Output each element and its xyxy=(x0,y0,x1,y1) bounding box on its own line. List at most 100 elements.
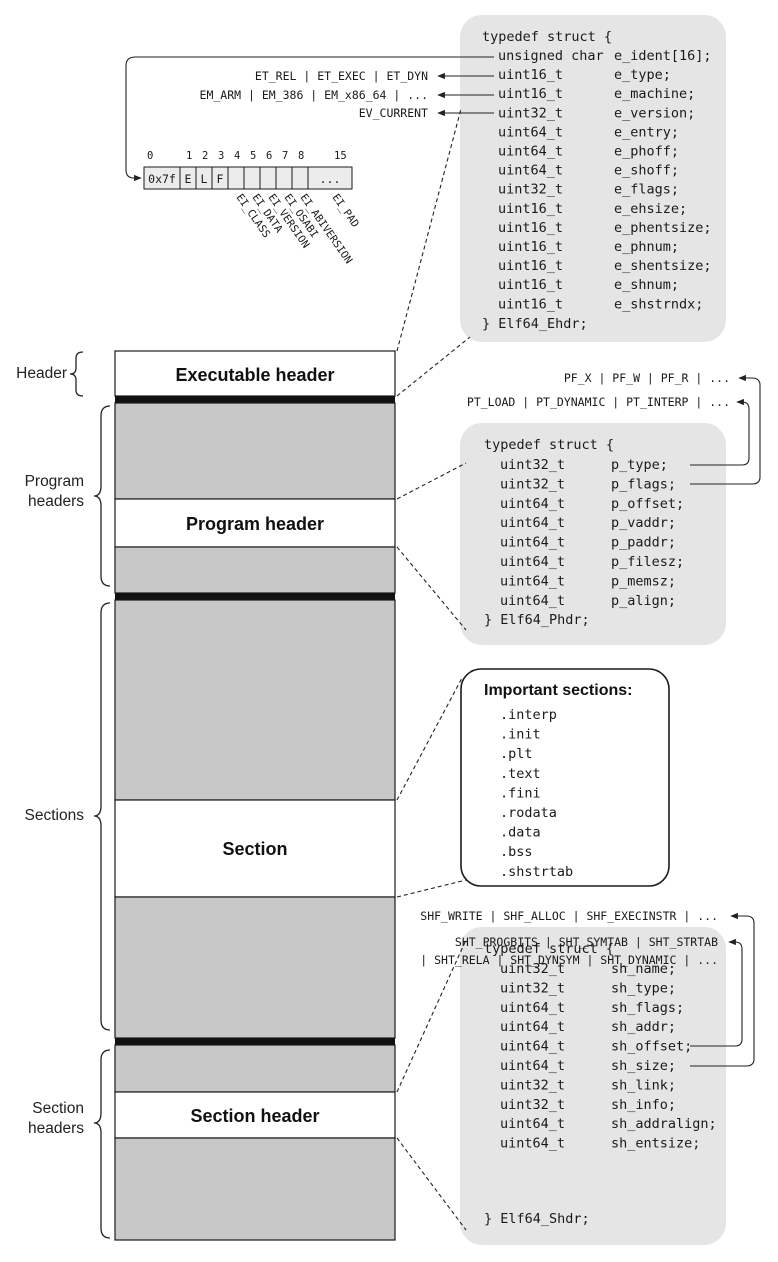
ehdr-field-type: uint32_t xyxy=(498,105,563,121)
ehdr-field-type: uint16_t xyxy=(498,220,563,236)
ehdr-field-type: uint16_t xyxy=(498,258,563,274)
dash-ehdr-top xyxy=(396,108,462,352)
ehdr-field-type: uint64_t xyxy=(498,144,563,160)
ehdr-field-name: e_shnum; xyxy=(614,277,679,293)
important-section-item: .text xyxy=(500,766,541,782)
e-version-values: EV_CURRENT xyxy=(359,106,428,120)
shdr-field-name: sh_offset; xyxy=(611,1039,692,1055)
important-section-item: .init xyxy=(500,727,541,743)
ehdr-field-type: uint16_t xyxy=(498,277,563,293)
brace-header xyxy=(69,351,84,397)
divider-bar-3 xyxy=(115,1038,395,1045)
phdr-field-type: uint32_t xyxy=(500,457,565,473)
phdr-close: } Elf64_Phdr; xyxy=(484,612,590,628)
shdr-field-type: uint32_t xyxy=(500,1077,565,1093)
shdr-field-type: uint32_t xyxy=(500,980,565,996)
ident-byte-index: 1 xyxy=(186,150,192,162)
phdr-field-type: uint64_t xyxy=(500,515,565,531)
phdr-field-name: p_type; xyxy=(611,457,668,473)
ehdr-open: typedef struct { xyxy=(482,29,612,45)
ehdr-field-type: uint16_t xyxy=(498,86,563,102)
ehdr-field-name: e_version; xyxy=(614,105,695,121)
dash-section-bottom xyxy=(396,879,467,898)
important-section-item: .plt xyxy=(500,746,533,762)
ehdr-panel xyxy=(460,15,726,342)
ehdr-field-name: e_ident[16]; xyxy=(614,48,712,64)
ehdr-field-name: e_shoff; xyxy=(614,163,679,179)
ehdr-field-name: e_flags; xyxy=(614,182,679,198)
divider-bar-2 xyxy=(115,593,395,600)
dash-phdr-bottom xyxy=(396,546,467,631)
phdr-field-name: p_offset; xyxy=(611,496,684,512)
ehdr-field-name: e_shentsize; xyxy=(614,258,712,274)
ident-byte-index: 6 xyxy=(266,150,272,162)
important-section-item: .data xyxy=(500,825,541,841)
shdr-field-type: uint32_t xyxy=(500,961,565,977)
ehdr-field-name: e_entry; xyxy=(614,124,679,140)
ehdr-field-name: e_shstrndx; xyxy=(614,296,703,312)
ident-byte-value: 0x7f xyxy=(148,172,176,186)
sh-flags-values: SHF_WRITE | SHF_ALLOC | SHF_EXECINSTR | … xyxy=(420,909,718,923)
important-section-item: .bss xyxy=(500,844,533,860)
brace-section-headers xyxy=(93,1049,111,1239)
ident-byte-value: F xyxy=(217,172,224,186)
phdr-field-name: p_memsz; xyxy=(611,573,676,589)
shdr-field-name: sh_link; xyxy=(611,1077,676,1093)
p-flags-arrow xyxy=(690,374,761,485)
dash-shdr-bottom xyxy=(396,1137,467,1231)
shdr-open: typedef struct { xyxy=(484,941,614,957)
shdr-field-type: uint64_t xyxy=(500,1000,565,1016)
phdr-field-name: p_align; xyxy=(611,593,676,609)
ehdr-field-type: uint16_t xyxy=(498,239,563,255)
phdr-gray-top xyxy=(114,402,396,500)
side-label-program-1: Program xyxy=(25,473,84,490)
ident-byte-index: 3 xyxy=(218,150,224,162)
divider-bar-1 xyxy=(115,396,395,403)
brace-sections xyxy=(93,602,111,1031)
ident-byte-cell xyxy=(307,166,353,190)
shdr-gray-bottom xyxy=(114,1137,396,1241)
side-label-header: Header xyxy=(16,365,67,382)
section-header-block xyxy=(114,1091,396,1139)
ehdr-field-name: e_type; xyxy=(614,67,671,83)
ehdr-field-type: uint16_t xyxy=(498,201,563,217)
ident-byte-value: L xyxy=(201,172,208,186)
p-flags-values: PF_X | PF_W | PF_R | ... xyxy=(564,371,730,385)
phdr-field-name: p_paddr; xyxy=(611,535,676,551)
ident-byte-cell xyxy=(259,166,277,190)
ident-field-label: EI_PAD xyxy=(330,192,362,230)
phdr-field-name: p_filesz; xyxy=(611,554,684,570)
ident-byte-index: 0 xyxy=(147,150,153,162)
shdr-field-type: uint64_t xyxy=(500,1019,565,1035)
ident-byte-cell xyxy=(243,166,261,190)
shdr-field-name: sh_type; xyxy=(611,980,676,996)
ident-byte-cell xyxy=(275,166,293,190)
ehdr-close: } Elf64_Ehdr; xyxy=(482,316,588,332)
ehdr-field-name: e_ehsize; xyxy=(614,201,687,217)
ehdr-field-name: e_phentsize; xyxy=(614,220,712,236)
phdr-panel xyxy=(460,423,726,645)
shdr-field-type: uint64_t xyxy=(500,1116,565,1132)
ehdr-field-name: e_machine; xyxy=(614,86,695,102)
shdr-gray-top xyxy=(114,1044,396,1093)
shdr-field-name: sh_flags; xyxy=(611,1000,684,1016)
ident-byte-cell xyxy=(227,166,245,190)
phdr-field-name: p_vaddr; xyxy=(611,515,676,531)
phdr-field-type: uint64_t xyxy=(500,496,565,512)
ident-byte-index: 15 xyxy=(334,150,347,162)
dash-section-top xyxy=(396,677,463,801)
ident-byte-index: 7 xyxy=(282,150,288,162)
shdr-field-type: uint64_t xyxy=(500,1136,565,1152)
important-section-item: .shstrtab xyxy=(500,864,573,880)
section-header-label: Section header xyxy=(190,1106,319,1126)
ident-byte-index: 4 xyxy=(234,150,240,162)
shdr-field-name: sh_info; xyxy=(611,1097,676,1113)
e-machine-values: EM_ARM | EM_386 | EM_x86_64 | ... xyxy=(200,88,428,102)
phdr-field-name: p_flags; xyxy=(611,476,676,492)
p-type-values: PT_LOAD | PT_DYNAMIC | PT_INTERP | ... xyxy=(467,395,730,409)
phdr-field-type: uint32_t xyxy=(500,476,565,492)
